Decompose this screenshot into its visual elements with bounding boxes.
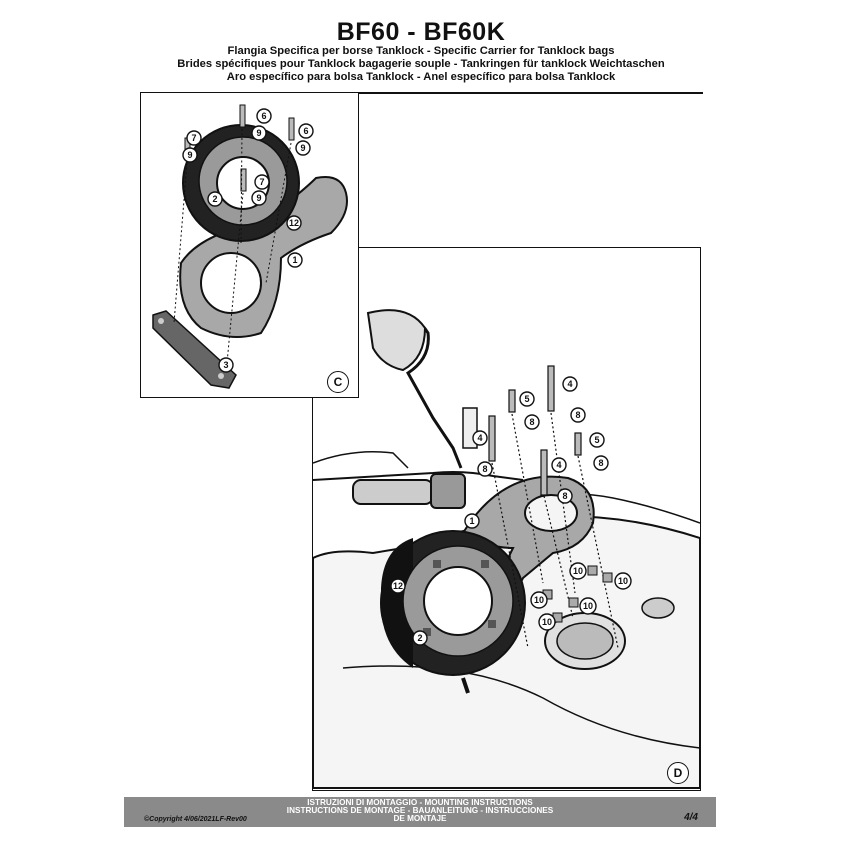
svg-text:10: 10 bbox=[573, 566, 583, 576]
callout-5: 5 bbox=[589, 432, 605, 448]
svg-text:9: 9 bbox=[300, 143, 305, 153]
callout-2: 2 bbox=[207, 191, 223, 207]
svg-text:9: 9 bbox=[256, 193, 261, 203]
svg-text:8: 8 bbox=[575, 410, 580, 420]
footer-line-3: DE MONTAJE bbox=[393, 814, 447, 823]
svg-text:5: 5 bbox=[594, 435, 599, 445]
callout-6: 6 bbox=[298, 123, 314, 139]
subtitle-line-2: Brides spécifiques pour Tanklock bagager… bbox=[177, 58, 665, 70]
svg-text:4: 4 bbox=[477, 433, 482, 443]
callout-6: 6 bbox=[256, 108, 272, 124]
svg-text:12: 12 bbox=[289, 218, 299, 228]
svg-text:10: 10 bbox=[534, 595, 544, 605]
svg-text:10: 10 bbox=[618, 576, 628, 586]
callout-1: 1 bbox=[464, 513, 480, 529]
callout-10: 10 bbox=[569, 562, 587, 580]
svg-text:2: 2 bbox=[212, 194, 217, 204]
svg-text:8: 8 bbox=[562, 491, 567, 501]
page-number: 4/4 bbox=[684, 812, 698, 823]
callout-12: 12 bbox=[286, 215, 302, 231]
callout-10: 10 bbox=[579, 597, 597, 615]
callout-8: 8 bbox=[557, 488, 573, 504]
svg-text:8: 8 bbox=[529, 417, 534, 427]
svg-text:4: 4 bbox=[567, 379, 572, 389]
callout-7: 7 bbox=[186, 130, 202, 146]
callout-1: 1 bbox=[287, 252, 303, 268]
callout-2: 2 bbox=[412, 630, 428, 646]
callout-10: 10 bbox=[538, 613, 556, 631]
svg-text:10: 10 bbox=[583, 601, 593, 611]
svg-text:4: 4 bbox=[556, 460, 561, 470]
callout-9: 9 bbox=[251, 125, 267, 141]
callout-8: 8 bbox=[570, 407, 586, 423]
callout-4: 4 bbox=[551, 457, 567, 473]
diagram-panel-c: 6 9 7 9 6 9 7 9 2 12 1 3 C bbox=[140, 92, 359, 398]
header-rule bbox=[140, 92, 703, 94]
callout-12: 12 bbox=[390, 578, 406, 594]
svg-text:5: 5 bbox=[524, 394, 529, 404]
svg-text:3: 3 bbox=[223, 360, 228, 370]
svg-text:12: 12 bbox=[393, 581, 403, 591]
callout-3: 3 bbox=[218, 357, 234, 373]
callout-5: 5 bbox=[519, 391, 535, 407]
svg-text:8: 8 bbox=[598, 458, 603, 468]
callout-8: 8 bbox=[593, 455, 609, 471]
svg-text:1: 1 bbox=[292, 255, 297, 265]
svg-text:6: 6 bbox=[303, 126, 308, 136]
callout-9: 9 bbox=[182, 147, 198, 163]
svg-text:8: 8 bbox=[482, 464, 487, 474]
panel-c-callouts: 6 9 7 9 6 9 7 9 2 12 1 3 bbox=[182, 108, 314, 373]
callout-7: 7 bbox=[254, 174, 270, 190]
svg-text:7: 7 bbox=[259, 177, 264, 187]
svg-text:9: 9 bbox=[256, 128, 261, 138]
subtitle-line-1: Flangia Specifica per borse Tanklock - S… bbox=[227, 45, 615, 57]
svg-text:2: 2 bbox=[417, 633, 422, 643]
footer-bar: ISTRUZIONI DI MONTAGGIO - MOUNTING INSTR… bbox=[124, 797, 716, 827]
panel-c-label: C bbox=[327, 371, 349, 393]
callout-9: 9 bbox=[295, 140, 311, 156]
svg-text:10: 10 bbox=[542, 617, 552, 627]
document-title: BF60 - BF60K bbox=[336, 18, 506, 46]
copyright-text: ©Copyright 4/06/2021LF-Rev00 bbox=[144, 816, 247, 823]
callout-10: 10 bbox=[614, 572, 632, 590]
panel-d-callouts: 4 5 8 8 4 8 5 8 4 8 1 12 2 10 10 10 10 1… bbox=[390, 376, 632, 646]
callout-4: 4 bbox=[472, 430, 488, 446]
callout-9: 9 bbox=[251, 190, 267, 206]
diagram-panel-d: 4 5 8 8 4 8 5 8 4 8 1 12 2 10 10 10 10 1… bbox=[312, 247, 701, 791]
callout-10: 10 bbox=[530, 591, 548, 609]
footer-line-1: ISTRUZIONI DI MONTAGGIO - MOUNTING INSTR… bbox=[307, 798, 533, 807]
callout-8: 8 bbox=[477, 461, 493, 477]
svg-text:9: 9 bbox=[187, 150, 192, 160]
svg-text:1: 1 bbox=[469, 516, 474, 526]
footer-line-2: INSTRUCTIONS DE MONTAGE - BAUANLEITUNG -… bbox=[286, 806, 554, 815]
subtitle-line-3: Aro específico para bolsa Tanklock - Ane… bbox=[226, 71, 616, 83]
panel-d-label: D bbox=[667, 762, 689, 784]
motorcycle-tank-illustration bbox=[313, 309, 700, 789]
svg-text:7: 7 bbox=[191, 133, 196, 143]
callout-4: 4 bbox=[562, 376, 578, 392]
callout-8: 8 bbox=[524, 414, 540, 430]
svg-text:6: 6 bbox=[261, 111, 266, 121]
